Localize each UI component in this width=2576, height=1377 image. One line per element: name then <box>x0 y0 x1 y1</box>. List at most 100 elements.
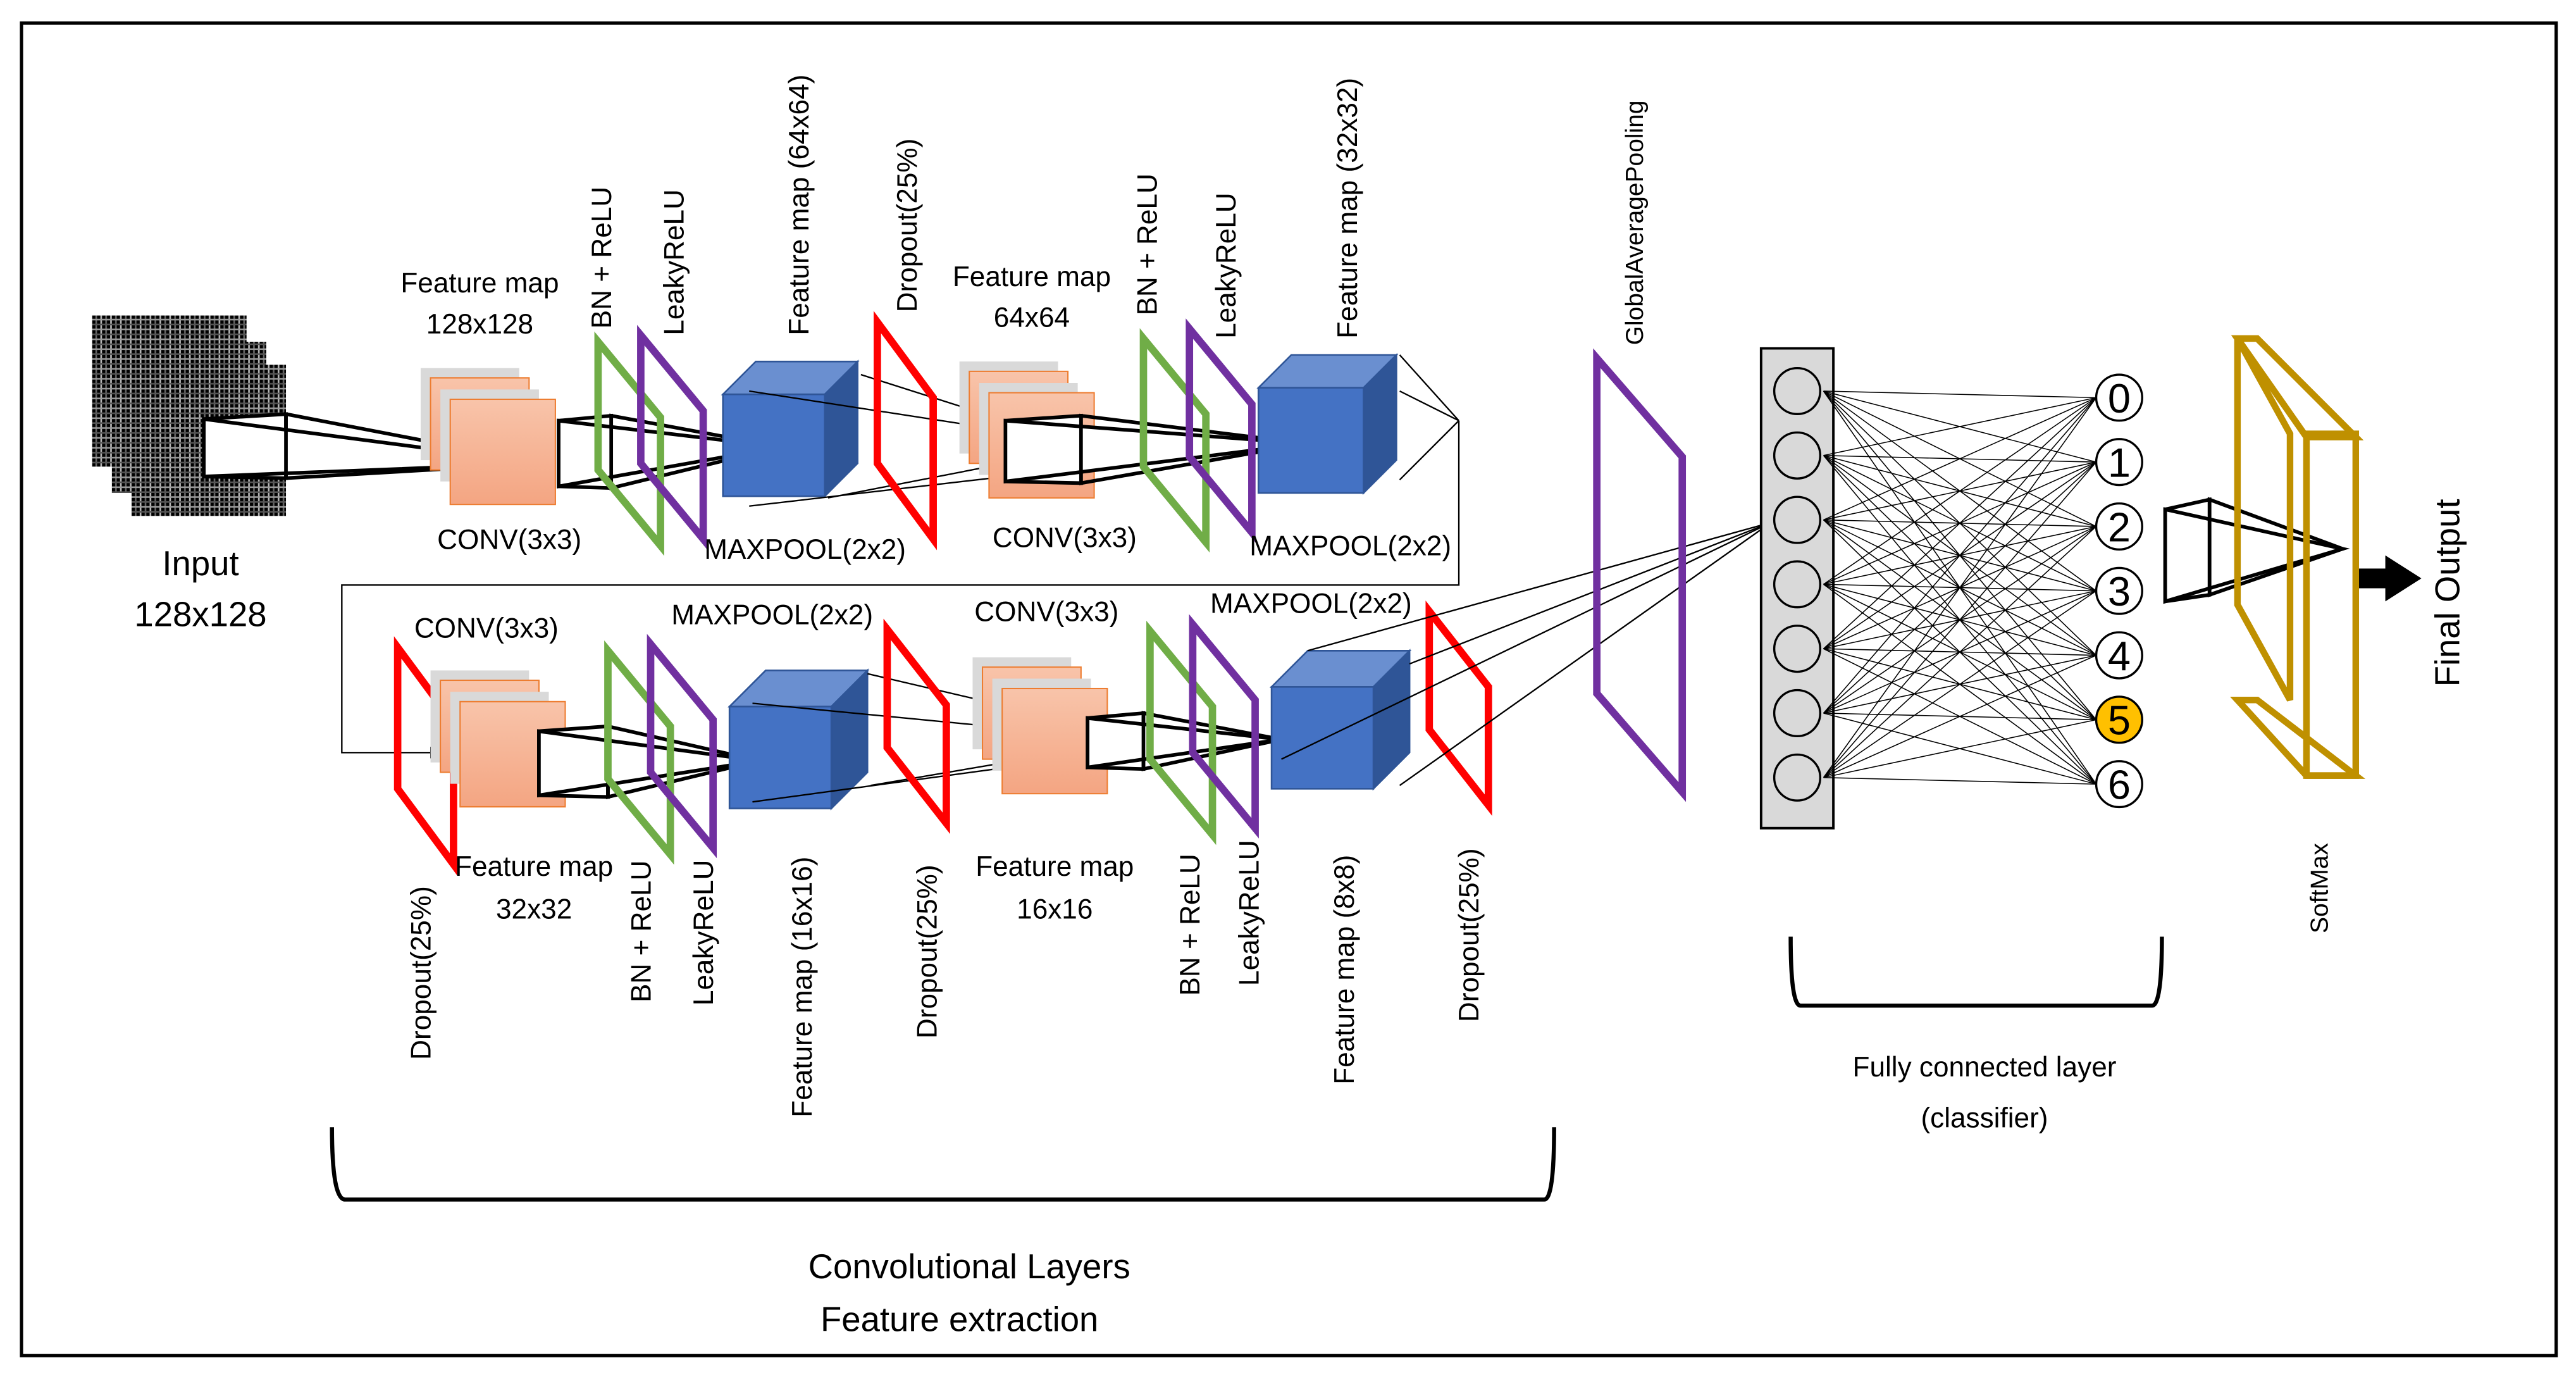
gap-proj-b <box>1409 521 1771 665</box>
output-neuron-highlighted <box>2095 695 2143 744</box>
fc-connection <box>1823 526 2097 778</box>
output-class-label-2: 2 <box>2108 504 2131 550</box>
fc-label: Fully connected layer <box>1853 1052 2117 1083</box>
output-neuron <box>2095 502 2143 551</box>
bn2-label: BN + ReLU <box>1132 173 1163 315</box>
fc-connection <box>1823 461 2097 778</box>
dropout-layer-3 <box>883 618 950 834</box>
fc-connection <box>1823 390 2096 399</box>
dropout-layer-1 <box>873 311 937 551</box>
final-arrow-head-icon <box>2385 555 2422 602</box>
softmax-label: SoftMax <box>2307 843 2334 933</box>
softmax-kernel-cone-a <box>2163 507 2350 604</box>
hidden-neuron <box>1773 625 1822 673</box>
outer-frame <box>20 21 2558 1357</box>
input-size-label: 128x128 <box>134 595 266 633</box>
geometry-layer <box>92 311 2422 1202</box>
bn-relu-layer-2 <box>1139 328 1210 553</box>
leaky-relu-layer-3 <box>647 633 717 859</box>
maxpool-cube-1-front <box>722 393 826 497</box>
leaky-relu-layer-4 <box>1189 614 1259 838</box>
conv2-label: CONV(3x3) <box>993 523 1137 554</box>
leaky2-label: LeakyReLU <box>1211 192 1242 339</box>
fmap-32b-label: Feature map <box>455 851 613 882</box>
hidden-neuron <box>1773 753 1822 802</box>
dropout-layer-4 <box>1425 601 1492 816</box>
fmap-128-size: 128x128 <box>426 309 533 340</box>
gap-proj-c <box>1281 521 1771 760</box>
leaky1-label: LeakyReLU <box>659 189 690 335</box>
input-label: Input <box>162 544 238 583</box>
fc-connection <box>1823 719 2096 778</box>
leaky-relu-layer-2 <box>1186 318 1256 543</box>
conv3-label: CONV(3x3) <box>414 613 559 644</box>
row-connector-arrow <box>341 420 1460 759</box>
conv-section-sub-label: Feature extraction <box>820 1300 1098 1338</box>
output-class-label-4: 4 <box>2108 633 2131 679</box>
hidden-neuron <box>1773 560 1822 609</box>
fmap-16b-label: Feature map <box>975 851 1134 882</box>
fc-connection <box>1823 776 2096 785</box>
output-neuron <box>2095 631 2143 680</box>
fmap-32-label: Feature map (32x32) <box>1332 78 1363 339</box>
fc-connection <box>1823 397 2096 521</box>
fmap-64b-size: 64x64 <box>994 302 1070 333</box>
fc-connection <box>1823 654 2096 778</box>
conv4-label: CONV(3x3) <box>974 597 1118 628</box>
fc-connection <box>1823 397 2097 649</box>
output-neuron <box>2095 566 2143 615</box>
fmap-16b-size: 16x16 <box>1017 894 1093 925</box>
dropout3-label: Dropout(25%) <box>406 886 437 1060</box>
cube2-proj-b <box>1399 390 1459 421</box>
maxpool4-label: MAXPOOL(2x2) <box>1210 589 1412 620</box>
maxpool3-label: MAXPOOL(2x2) <box>671 600 873 631</box>
fc-connection <box>1823 397 2096 456</box>
leaky-relu-layer-1 <box>637 325 707 549</box>
output-class-label-5: 5 <box>2108 697 2131 744</box>
conv1-kernel-cone-b <box>609 413 781 490</box>
fmap-64-label: Feature map (64x64) <box>784 75 815 335</box>
conv-section-label: Convolutional Layers <box>808 1247 1130 1286</box>
softmax-layer-top <box>2231 335 2364 440</box>
maxpool2-label: MAXPOOL(2x2) <box>1249 531 1451 562</box>
fc-connection <box>1823 397 2096 585</box>
fmap-128-orange-front <box>449 398 556 506</box>
dropout4-label: Dropout(25%) <box>912 864 943 1038</box>
bn3-label: BN + ReLU <box>626 861 657 1002</box>
dropout1-label: Dropout(25%) <box>892 139 923 313</box>
maxpool-cube-3-front <box>728 706 833 809</box>
gap-proj-d <box>1399 521 1772 787</box>
leaky4-label: LeakyReLU <box>1234 840 1265 986</box>
fmap-8-label: Feature map (8x8) <box>1329 855 1360 1085</box>
conv4-kernel-cone-a <box>1086 716 1282 770</box>
output-neuron <box>2095 760 2143 809</box>
hidden-neuron <box>1773 431 1822 480</box>
conv-section-bracket <box>330 1127 1556 1202</box>
output-class-label-1: 1 <box>2108 440 2131 486</box>
fc-connection <box>1823 590 2096 778</box>
output-class-label-3: 3 <box>2108 568 2131 614</box>
fmap-32b-size: 32x32 <box>496 894 572 925</box>
hidden-neuron <box>1773 366 1822 416</box>
bn4-label: BN + ReLU <box>1175 854 1206 995</box>
cube1-proj-d <box>749 475 1006 507</box>
leaky3-label: LeakyReLU <box>688 860 719 1006</box>
conv1-label: CONV(3x3) <box>437 524 581 555</box>
fc-connection <box>1823 397 2097 778</box>
fc-sub-label: (classifier) <box>1921 1102 2048 1133</box>
input-kernel-cone-b <box>284 411 543 480</box>
final-output-label: Final Output <box>2428 499 2467 687</box>
cube2-proj-a <box>1399 354 1459 421</box>
conv1-kernel-cone-a <box>557 418 781 489</box>
global-average-pooling-layer <box>1593 348 1687 802</box>
output-neuron <box>2095 438 2143 487</box>
softmax-layer-bottom <box>2230 696 2366 779</box>
output-class-label-6: 6 <box>2108 761 2131 807</box>
softmax-layer-back <box>2234 337 2294 702</box>
gap-proj-a <box>1307 521 1771 652</box>
maxpool1-label: MAXPOOL(2x2) <box>704 534 906 565</box>
fc-section-bracket <box>1788 937 2164 1008</box>
softmax-kernel-cone-b <box>2207 497 2348 597</box>
